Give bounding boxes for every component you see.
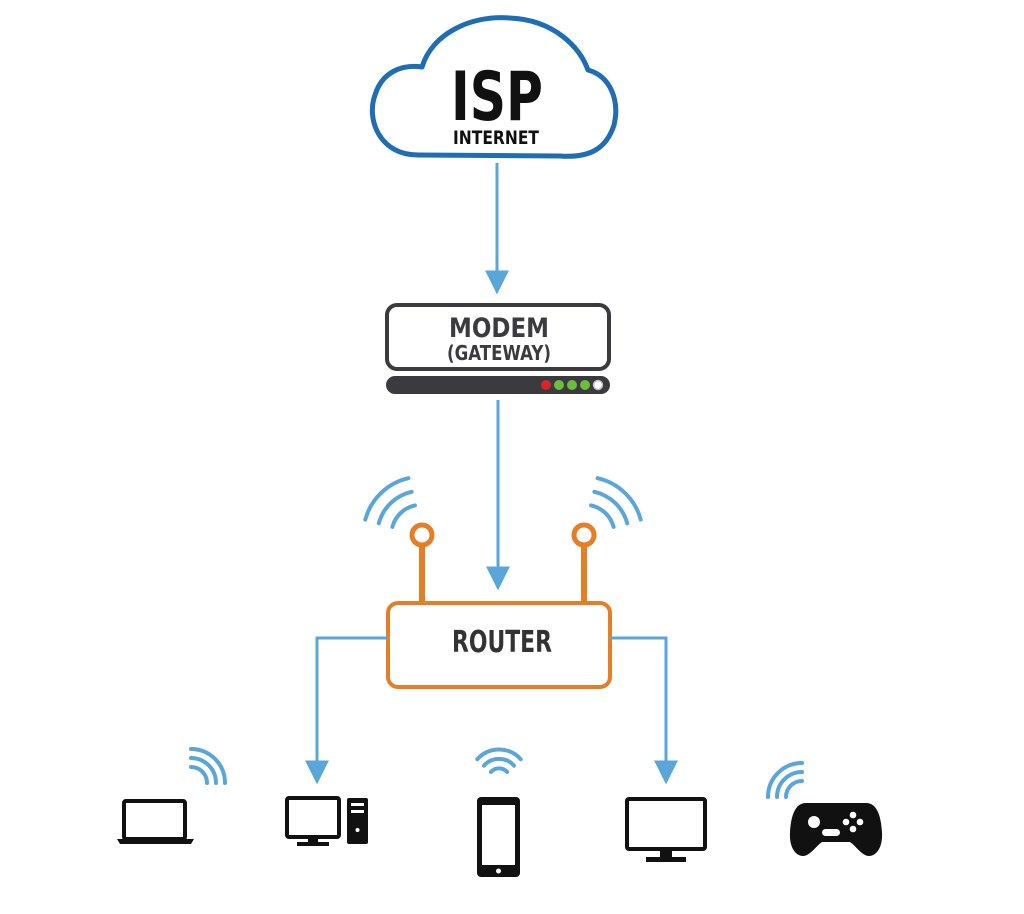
router-to-desktop-connector <box>305 636 388 785</box>
wifi-signal-icon <box>189 747 227 785</box>
isp-label: ISP <box>451 58 543 137</box>
modem-label: MODEM <box>449 313 549 344</box>
antenna-tip <box>409 522 435 548</box>
cloud-outline <box>369 15 619 159</box>
led-green <box>567 380 577 390</box>
wifi-signal-icon <box>766 761 804 799</box>
led-green <box>554 380 564 390</box>
router-label: ROUTER <box>452 625 552 660</box>
led-white <box>592 379 604 391</box>
router-body <box>386 601 612 689</box>
monitor-icon <box>625 797 707 862</box>
isp-cloud: ISP INTERNET <box>369 15 619 159</box>
gateway-label: (GATEWAY) <box>447 341 551 365</box>
router-antenna-left <box>409 522 435 603</box>
internet-label: INTERNET <box>453 127 539 149</box>
smartphone-icon <box>477 797 520 877</box>
router-to-monitor-connector <box>610 636 678 785</box>
wifi-signal-icon <box>475 747 523 774</box>
led-green <box>580 380 590 390</box>
router: ROUTER <box>386 601 612 689</box>
wifi-signal-icon <box>589 476 643 529</box>
laptop-icon <box>117 799 194 844</box>
modem-base <box>386 376 610 394</box>
led-red <box>541 380 551 390</box>
wifi-signal-icon <box>363 476 417 529</box>
modem-body <box>385 303 611 371</box>
antenna-tip <box>571 522 597 548</box>
gamepad-icon <box>789 803 883 856</box>
desktop-computer-icon <box>285 796 368 846</box>
modem-led-lights <box>541 379 604 391</box>
router-antenna-right <box>571 522 597 603</box>
modem: MODEM (GATEWAY) <box>385 303 611 394</box>
